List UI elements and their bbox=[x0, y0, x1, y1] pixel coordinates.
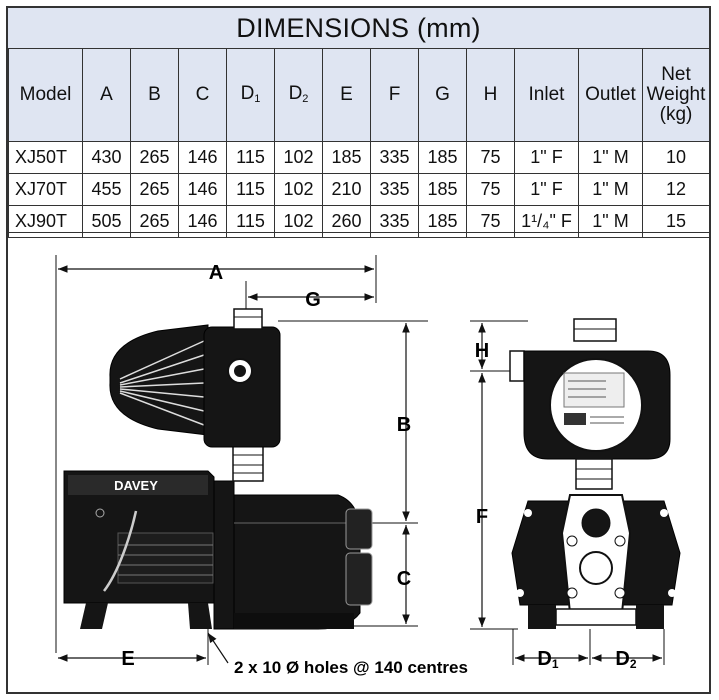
column-header-6: E bbox=[322, 48, 371, 142]
dim-label-a: A bbox=[209, 262, 223, 284]
column-header-7: F bbox=[370, 48, 419, 142]
value-cell: 75 bbox=[466, 173, 515, 206]
value-cell: 265 bbox=[130, 173, 179, 206]
column-header-3: C bbox=[178, 48, 227, 142]
column-header-subscript: 1 bbox=[254, 93, 261, 106]
column-header-label: B bbox=[148, 84, 161, 106]
value-cell: 265 bbox=[130, 141, 179, 174]
value-cell: 210 bbox=[322, 173, 371, 206]
column-header-10: Inlet bbox=[514, 48, 579, 142]
column-header-label: E bbox=[340, 84, 353, 106]
value-cell: 1" M bbox=[578, 173, 643, 206]
pump-drawing: A G B C E DAVEY bbox=[8, 232, 709, 693]
side-view: A G B C E DAVEY bbox=[55, 255, 428, 670]
column-header-12: Net Weight (kg) bbox=[642, 48, 710, 142]
value-cell: 1" F bbox=[514, 173, 579, 206]
value-cell: 1" F bbox=[514, 141, 579, 174]
value-cell: 102 bbox=[274, 173, 323, 206]
column-header-11: Outlet bbox=[578, 48, 643, 142]
value-cell: 146 bbox=[178, 141, 227, 174]
column-header-0: Model bbox=[8, 48, 83, 142]
model-cell: XJ50T bbox=[8, 141, 83, 174]
value-cell: 115 bbox=[226, 141, 275, 174]
value-cell: 115 bbox=[226, 173, 275, 206]
column-header-8: G bbox=[418, 48, 467, 142]
value-cell: 75 bbox=[466, 141, 515, 174]
column-header-4: D1 bbox=[226, 48, 275, 142]
column-header-label: Model bbox=[19, 84, 72, 106]
column-header-5: D2 bbox=[274, 48, 323, 142]
column-header-1: A bbox=[82, 48, 131, 142]
pump-diagram-svg: A G B C E DAVEY bbox=[55, 255, 681, 677]
dim-label-e: E bbox=[121, 648, 134, 670]
model-cell: XJ70T bbox=[8, 173, 83, 206]
dim-label-d1: D1 bbox=[537, 648, 558, 671]
value-cell: 335 bbox=[370, 173, 419, 206]
value-cell: 10 bbox=[642, 141, 710, 174]
hole-note: 2 x 10 Ø holes @ 140 centres bbox=[234, 658, 468, 677]
column-header-2: B bbox=[130, 48, 179, 142]
value-cell: 102 bbox=[274, 141, 323, 174]
value-cell: 185 bbox=[322, 141, 371, 174]
dim-label-h: H bbox=[475, 340, 489, 362]
value-cell: 185 bbox=[418, 141, 467, 174]
column-header-label: G bbox=[435, 84, 450, 106]
column-header-label: D bbox=[240, 83, 255, 105]
dim-label-d2: D2 bbox=[615, 648, 636, 671]
column-header-label: A bbox=[100, 84, 113, 106]
dim-label-b: B bbox=[397, 414, 411, 436]
value-cell: 430 bbox=[82, 141, 131, 174]
value-cell: 146 bbox=[178, 173, 227, 206]
column-header-subscript: 2 bbox=[302, 93, 309, 106]
dim-label-f: F bbox=[476, 506, 488, 528]
column-header-label: D bbox=[288, 83, 303, 105]
column-header-label: Outlet bbox=[585, 84, 636, 106]
column-header-label: Net Weight (kg) bbox=[646, 64, 706, 125]
value-cell: 455 bbox=[82, 173, 131, 206]
value-cell: 12 bbox=[642, 173, 710, 206]
dim-label-g: G bbox=[305, 289, 321, 311]
column-header-label: H bbox=[483, 84, 498, 106]
column-header-label: F bbox=[388, 84, 401, 106]
front-view: H F D1 D2 bbox=[470, 318, 681, 671]
column-header-9: H bbox=[466, 48, 515, 142]
value-cell: 185 bbox=[418, 173, 467, 206]
value-cell: 1" M bbox=[578, 141, 643, 174]
brand-label: DAVEY bbox=[114, 478, 158, 493]
value-cell: 335 bbox=[370, 141, 419, 174]
sheet-title: DIMENSIONS (mm) bbox=[8, 8, 709, 49]
column-header-label: Inlet bbox=[528, 84, 565, 106]
column-header-label: C bbox=[195, 84, 210, 106]
dim-label-c: C bbox=[397, 568, 411, 590]
